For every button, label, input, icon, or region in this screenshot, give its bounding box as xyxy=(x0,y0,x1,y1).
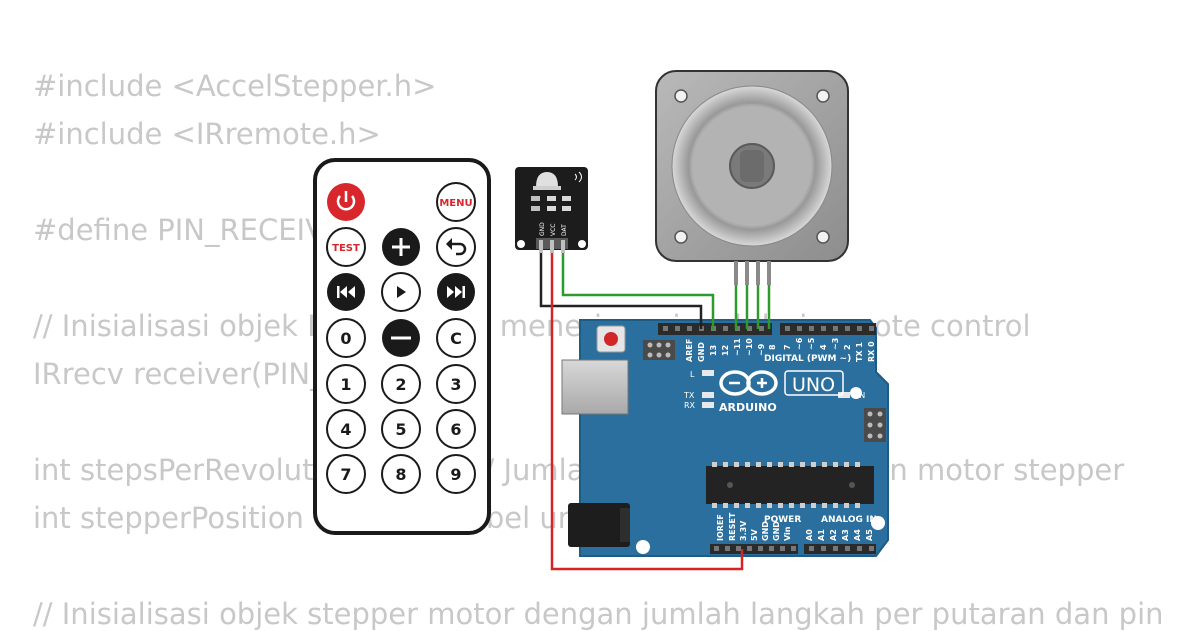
pin-label: ~10 xyxy=(745,338,754,356)
fast-forward-icon xyxy=(447,286,465,298)
led-label-on: ON xyxy=(853,391,865,400)
digit-3-button[interactable]: 3 xyxy=(436,364,476,404)
power-icon xyxy=(336,191,356,211)
ir-remote-control[interactable]: MENU TEST xyxy=(313,158,491,535)
pin-label: GND xyxy=(697,342,706,362)
plus-icon xyxy=(392,238,410,256)
pin-label: AREF xyxy=(685,339,694,362)
test-label: TEST xyxy=(332,243,360,254)
minus-button[interactable] xyxy=(382,319,420,357)
pin-label: A0 xyxy=(805,529,814,541)
pin-label: ~11 xyxy=(733,338,742,356)
pin-label: 2 xyxy=(843,344,852,350)
arduino-brand: ARDUINO xyxy=(719,401,777,414)
digit-9-button[interactable]: 9 xyxy=(436,454,476,494)
pin-label: IOREF xyxy=(716,514,725,541)
menu-label: MENU xyxy=(439,198,472,209)
power-header-label: POWER xyxy=(764,515,801,525)
pin-label: Vin xyxy=(783,526,792,541)
play-icon xyxy=(397,286,406,298)
rewind-icon xyxy=(337,286,355,298)
digit-label: 4 xyxy=(340,420,351,439)
wires xyxy=(539,252,771,571)
arduino-logo-icon xyxy=(719,370,778,396)
digit-6-button[interactable]: 6 xyxy=(436,409,476,449)
digit-0-button[interactable]: 0 xyxy=(326,318,366,358)
pin-label: 5V xyxy=(750,528,759,541)
back-icon xyxy=(446,238,467,256)
ir-receiver-module[interactable]: GND VCC DAT xyxy=(515,167,588,253)
pin-label: 4 xyxy=(819,344,828,350)
pin-label: ~5 xyxy=(807,337,816,350)
digit-label: 3 xyxy=(450,375,461,394)
pin-label: 12 xyxy=(721,345,730,356)
pin-label: A1 xyxy=(817,529,826,541)
digit-label: 0 xyxy=(340,329,351,348)
code-line: #include <AccelStepper.h> xyxy=(33,69,437,103)
digit-2-button[interactable]: 2 xyxy=(381,364,421,404)
code-line: #include <IRremote.h> xyxy=(33,117,381,151)
signal-icon xyxy=(574,171,582,183)
pin-label: ~6 xyxy=(795,337,804,350)
led-label-rx: RX xyxy=(684,401,696,410)
pin-label: ~3 xyxy=(831,338,840,350)
led-label-l: L xyxy=(690,370,695,379)
back-button[interactable] xyxy=(436,227,476,267)
menu-button[interactable]: MENU xyxy=(436,182,476,222)
analog-header-label: ANALOG IN xyxy=(821,515,877,525)
digit-label: 6 xyxy=(450,420,461,439)
digit-label: 9 xyxy=(450,465,461,484)
play-button[interactable] xyxy=(381,272,421,312)
pin-label: 8 xyxy=(768,344,777,350)
digit-4-button[interactable]: 4 xyxy=(326,409,366,449)
pin-label: A3 xyxy=(841,529,850,541)
digit-8-button[interactable]: 8 xyxy=(381,454,421,494)
code-editor-background: #include <AccelStepper.h> #include <IRre… xyxy=(33,0,1200,630)
digit-5-button[interactable]: 5 xyxy=(381,409,421,449)
power-button[interactable] xyxy=(327,183,365,221)
digit-label: 5 xyxy=(395,420,406,439)
rewind-button[interactable] xyxy=(327,273,365,311)
pin-label: GND xyxy=(772,521,781,541)
pin-label: A5 xyxy=(865,529,874,541)
clear-label: C xyxy=(450,329,462,348)
ir-pin-label: GND xyxy=(539,222,546,236)
digit-7-button[interactable]: 7 xyxy=(326,454,366,494)
pin-label: RESET xyxy=(728,512,737,541)
ir-pin-label: DAT xyxy=(561,224,568,236)
digital-header-label: DIGITAL (PWM ~) xyxy=(764,354,851,364)
pin-label: 3.3V xyxy=(739,520,748,541)
digit-label: 7 xyxy=(340,465,351,484)
pin-label: RX 0 xyxy=(867,341,876,362)
stepper-motor[interactable] xyxy=(655,70,849,285)
plus-button[interactable] xyxy=(382,228,420,266)
arduino-model: UNO xyxy=(792,374,835,396)
digit-1-button[interactable]: 1 xyxy=(326,364,366,404)
pin-label: 7 xyxy=(783,344,792,350)
pin-label: A2 xyxy=(829,529,838,541)
test-button[interactable]: TEST xyxy=(326,227,366,267)
led-label-tx: TX xyxy=(683,391,695,400)
digit-label: 1 xyxy=(340,375,351,394)
code-line: // Inisialisasi objek stepper motor deng… xyxy=(33,597,1164,631)
pin-label: A4 xyxy=(853,529,862,541)
clear-button[interactable]: C xyxy=(436,318,476,358)
pin-label: GND xyxy=(761,521,770,541)
pin-label: 13 xyxy=(709,345,718,356)
arduino-uno-board[interactable]: AREF GND 13 12 ~11 ~10 ~9 8 7 ~6 ~5 4 ~3… xyxy=(561,319,889,557)
pin-label: ~9 xyxy=(757,343,766,356)
fast-forward-button[interactable] xyxy=(437,273,475,311)
pin-label: TX 1 xyxy=(855,342,864,362)
digit-label: 8 xyxy=(395,465,406,484)
ir-pin-label: VCC xyxy=(550,224,557,236)
digit-label: 2 xyxy=(395,375,406,394)
